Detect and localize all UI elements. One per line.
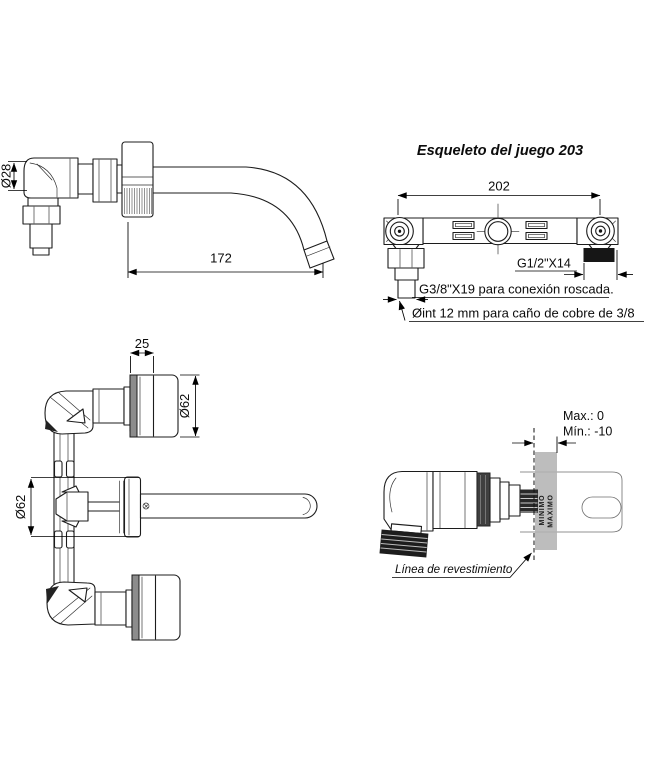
handle-depth-label: 25	[135, 336, 149, 351]
valve-elbow	[383, 470, 434, 532]
front-top-handle	[129, 374, 179, 438]
spout-tube	[152, 166, 335, 269]
wall-min-text: MINIMO	[539, 495, 546, 526]
front-spout	[139, 493, 318, 519]
dim-skeleton-width	[397, 192, 601, 215]
valve-knurled-ring	[476, 472, 491, 527]
front-view: 25 Ø62 Ø62	[13, 336, 318, 641]
front-bottom-elbow	[46, 581, 96, 626]
brand-mark	[142, 502, 150, 510]
ghost-handle-outline	[520, 471, 623, 533]
left-thread-callout	[383, 296, 609, 303]
dim-right-thread	[515, 250, 633, 280]
min-label: Mín.: -10	[563, 425, 612, 439]
spout-diameter-label: Ø28	[0, 164, 14, 189]
spline-shaft	[520, 489, 538, 513]
skeleton-right-union	[576, 216, 619, 262]
max-label: Max.: 0	[563, 409, 604, 423]
spout-side-view: Ø28 172	[0, 141, 335, 278]
section-view: Max.: 0 Mín.: -10 MINIMO MAXIMO Línea de…	[379, 409, 623, 578]
dim-spout-length	[127, 222, 324, 278]
front-top-stem	[92, 386, 131, 426]
right-thread-label: G1/2"X14	[517, 257, 571, 271]
handle-diameter-label: Ø62	[177, 394, 192, 419]
dim-covering-depth	[512, 436, 576, 453]
spout-elbow-nut	[22, 197, 61, 256]
spout-escutcheon	[121, 141, 154, 218]
covering-line-label: Línea de revestimiento	[395, 563, 513, 576]
skeleton-view: Esqueleto del juego 203	[383, 143, 644, 322]
copper-pipe-callout	[398, 300, 644, 322]
valve-male-thread	[379, 523, 429, 558]
front-bottom-handle	[131, 574, 181, 641]
front-bottom-stem	[94, 589, 133, 628]
spout-wall-plate	[92, 158, 123, 203]
dim-escutcheon-diameter	[27, 477, 139, 537]
wall-band	[535, 452, 557, 550]
spout-length-label: 172	[210, 251, 232, 266]
right-thread-block	[583, 248, 615, 262]
dim-spout-diameter	[8, 161, 27, 191]
skeleton-center-ring	[476, 203, 520, 255]
left-thread-label: G3/8"X19 para conexión roscada.	[419, 282, 614, 297]
escutcheon-diameter-label: Ø62	[13, 495, 28, 520]
covering-line-callout	[392, 552, 532, 578]
copper-pipe-label: Øint 12 mm para caño de cobre de 3/8	[412, 306, 635, 321]
valve-assembly	[379, 470, 538, 558]
drawing-title: Esqueleto del juego 203	[417, 143, 583, 159]
dim-handle-diameter	[180, 374, 200, 438]
skeleton-bar-slots	[452, 220, 548, 241]
knurling	[124, 188, 152, 214]
skeleton-width-label: 202	[488, 179, 510, 194]
wall-max-text: MAXIMO	[548, 494, 555, 528]
skeleton-left-union	[383, 216, 425, 299]
front-center-body	[55, 476, 142, 538]
dim-handle-depth	[130, 349, 154, 373]
valve-body	[432, 470, 478, 530]
front-top-elbow	[44, 390, 94, 435]
spout-nipple	[77, 163, 94, 195]
spout-elbow	[23, 157, 79, 199]
